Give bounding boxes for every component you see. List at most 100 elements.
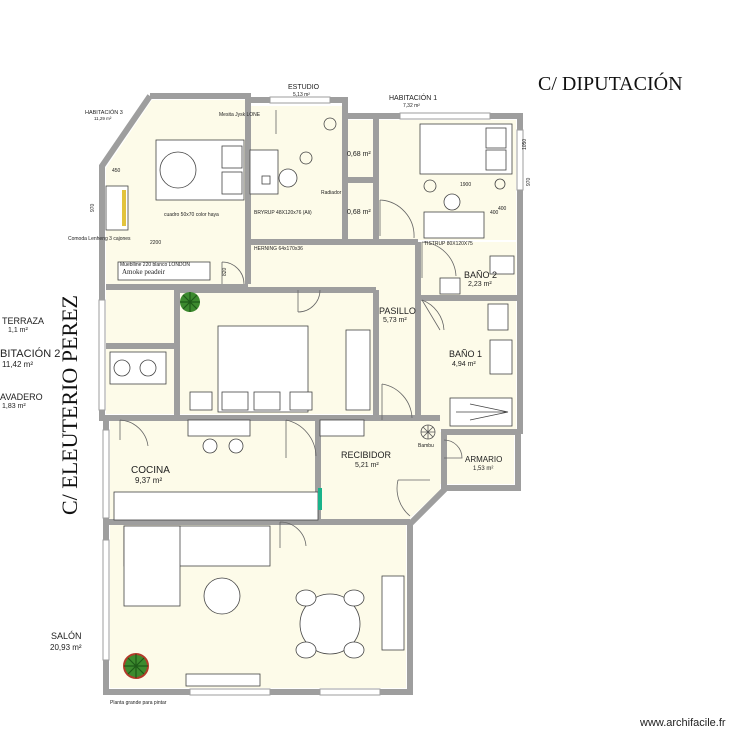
kitchen-island [187, 419, 251, 437]
stool [261, 175, 271, 185]
window-north-hab1 [399, 112, 491, 120]
tv-unit [185, 673, 261, 687]
dim-2200: 2200 [150, 240, 161, 246]
washer-drum [113, 359, 131, 377]
lamp-icon [494, 178, 506, 190]
shower-drain [456, 403, 509, 421]
room-name-lavadero: AVADERO [0, 392, 43, 402]
desk-estudio [249, 149, 279, 195]
dining-chair [295, 589, 317, 607]
dim-970b: 970 [526, 177, 532, 186]
pillow [221, 391, 249, 411]
room-name-cocina: COCINA [131, 465, 170, 476]
dim-820: 820 [222, 267, 228, 276]
door-bano2 [421, 241, 457, 278]
toilet [439, 277, 461, 295]
window-west-salon [102, 539, 110, 661]
wardrobe [345, 329, 371, 411]
door-entrance [396, 479, 430, 517]
console [319, 419, 365, 437]
room-name-bano2: BAÑO 2 [464, 270, 497, 280]
street-west: C/ ELEUTERIO PEREZ [57, 295, 82, 515]
dim-1900: 1900 [460, 182, 471, 188]
plants [123, 292, 436, 679]
dresser-detail [122, 190, 126, 226]
note-mueble: Mueblline 220 blanco LONDON [120, 262, 190, 268]
pillow [485, 149, 507, 171]
room-area-cocina: 9,37 m² [135, 476, 162, 485]
toilet [487, 303, 509, 331]
dim-450: 450 [112, 168, 121, 174]
window-north-estudio [269, 96, 331, 104]
door-hab2 [297, 289, 321, 313]
window-east-hab1 [516, 129, 524, 191]
room-area-bano1: 4,94 m² [452, 361, 476, 368]
note-radiador: Radiador [321, 190, 342, 196]
floor-pasillo [248, 242, 418, 420]
labels: C/ DIPUTACIÓN C/ ELEUTERIO PEREZ ESTUDIO… [0, 71, 726, 729]
room-name-armario: ARMARIO [465, 455, 502, 464]
room-area-terraza: 1,1 m² [8, 327, 29, 334]
room-area-closet2: 0,68 m² [347, 209, 371, 216]
note-herning: HERNING 64x170x36 [254, 246, 303, 252]
window-south-salon-2 [319, 688, 381, 696]
dryer-drum [139, 359, 157, 377]
floor-terraza [106, 290, 174, 346]
dim-400b: 400 [490, 210, 499, 216]
door-salon [279, 521, 307, 548]
windows [98, 96, 524, 696]
room-name-habitacion3: HABITACIÓN 3 [85, 109, 123, 116]
dim-970: 970 [90, 203, 96, 212]
dim-400a: 400 [498, 206, 507, 212]
wall-northwest [99, 94, 153, 288]
door-hab1 [379, 199, 415, 239]
stool [202, 438, 218, 454]
dining-chair [295, 641, 317, 659]
note-planta: Planta grande para pintar [110, 700, 167, 706]
note-comoda: Comoda Lenheng 3 cajones [68, 236, 131, 242]
sofa-chaise [123, 525, 181, 607]
room-area-bano2: 2,23 m² [468, 281, 492, 288]
note-cuadro: cuadro 50x70 color haya [164, 212, 219, 218]
desk-habitacion1 [423, 211, 485, 239]
room-name-recibidor: RECIBIDOR [341, 450, 392, 460]
door-pasillo [381, 383, 413, 420]
stool [228, 438, 244, 454]
door-cocina-2 [119, 419, 149, 447]
note-tistrup: TISTRUP 80X120X75 [424, 241, 473, 247]
plant-icon [180, 292, 200, 312]
room-name-estudio: ESTUDIO [288, 84, 320, 91]
window-south-salon [189, 688, 271, 696]
pillow [221, 145, 243, 169]
note-bambu: Bambu [418, 443, 434, 449]
chair [278, 168, 298, 188]
lamp-icon [323, 117, 337, 131]
chair [443, 193, 461, 211]
room-area-armario: 1,53 m² [473, 466, 493, 472]
sink [489, 339, 513, 375]
plant-icon [123, 653, 149, 679]
door-bano1 [421, 299, 445, 331]
door-hab3 [221, 261, 245, 285]
kitchen-counter [113, 491, 319, 521]
room-area-recibidor: 5,21 m² [355, 462, 379, 469]
teal-marker [318, 488, 322, 510]
room-area-estudio: 5,13 m² [293, 92, 310, 98]
bamboo-plant-icon [420, 424, 436, 440]
watermark: www.archifacile.fr [639, 717, 726, 729]
furniture [105, 117, 515, 687]
note-mesita: Mesita Jysk LONE [219, 112, 261, 118]
dim-1050: 1050 [522, 139, 528, 150]
pillow [221, 171, 243, 195]
room-area-habitacion3: 11,29 m² [94, 116, 112, 121]
pillow [485, 127, 507, 149]
window-west-hab2 [98, 299, 106, 411]
door-armario [443, 439, 463, 459]
nightstand [189, 391, 213, 411]
floor-recibidor [318, 420, 440, 520]
dining-chair [343, 589, 365, 607]
room-area-salon: 20,93 m² [50, 643, 82, 652]
plant-icon [423, 179, 437, 193]
sink [489, 255, 515, 275]
